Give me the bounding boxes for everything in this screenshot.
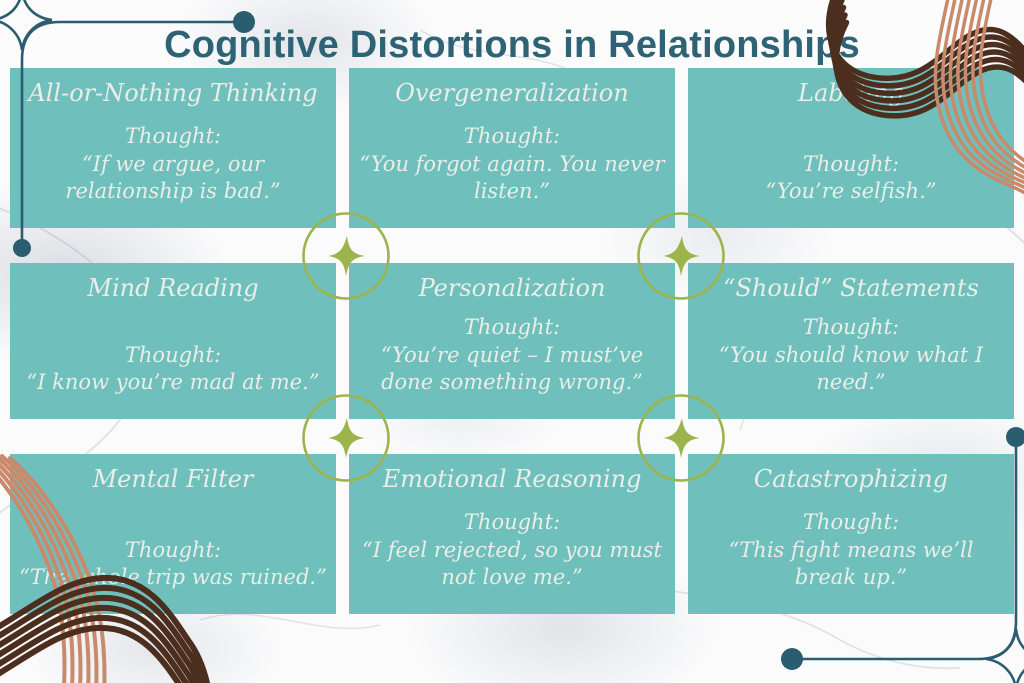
card-body: Thought: “You forgot again. You never li… (357, 123, 667, 206)
thought-label: Thought: (802, 314, 900, 339)
card-overgeneralization: Overgeneralization Thought: “You forgot … (349, 68, 675, 228)
thought-quote: “You should know what I need.” (718, 342, 984, 395)
card-title: Labeling (798, 79, 904, 107)
card-labeling: Labeling Thought: “You’re selfish.” (688, 68, 1014, 228)
corner-star-icon (985, 628, 1024, 683)
card-title: Overgeneralization (395, 79, 629, 107)
card-emotional-reasoning: Emotional Reasoning Thought: “I feel rej… (349, 454, 675, 614)
card-mental-filter: Mental Filter Thought: “The whole trip w… (10, 454, 336, 614)
page-title: Cognitive Distortions in Relationships (164, 24, 860, 66)
card-body: Thought: “I know you’re mad at me.” (26, 342, 319, 397)
thought-label: Thought: (802, 151, 900, 176)
card-title: Personalization (418, 274, 606, 302)
card-title: Mind Reading (87, 274, 259, 302)
card-catastrophizing: Catastrophizing Thought: “This fight mea… (688, 454, 1014, 614)
card-grid: All-or-Nothing Thinking Thought: “If we … (10, 68, 1014, 614)
card-title: Emotional Reasoning (382, 465, 642, 493)
thought-quote: “You forgot again. You never listen.” (359, 151, 665, 204)
card-personalization: Personalization Thought: “You’re quiet –… (349, 263, 675, 419)
card-body: Thought: “You should know what I need.” (696, 314, 1006, 397)
card-body: Thought: “This fight means we’ll break u… (696, 509, 1006, 592)
thought-quote: “The whole trip was ruined.” (19, 565, 327, 590)
thought-label: Thought: (463, 123, 561, 148)
thought-quote: “I know you’re mad at me.” (26, 370, 320, 395)
thought-quote: “You’re selfish.” (765, 179, 937, 204)
thought-label: Thought: (463, 509, 561, 534)
thought-quote: “I feel rejected, so you must not love m… (361, 537, 662, 590)
thought-label: Thought: (463, 314, 561, 339)
card-body: Thought: “You’re selfish.” (766, 151, 937, 206)
thought-label: Thought: (124, 342, 222, 367)
thought-quote: “If we argue, our relationship is bad.” (65, 151, 281, 204)
card-should-statements: “Should” Statements Thought: “You should… (688, 263, 1014, 419)
card-body: Thought: “You’re quiet – I must’ve done … (357, 314, 667, 397)
card-body: Thought: “I feel rejected, so you must n… (357, 509, 667, 592)
card-body: Thought: “If we argue, our relationship … (18, 123, 328, 206)
card-mind-reading: Mind Reading Thought: “I know you’re mad… (10, 263, 336, 419)
card-all-or-nothing-thinking: All-or-Nothing Thinking Thought: “If we … (10, 68, 336, 228)
thought-label: Thought: (124, 537, 222, 562)
card-title: All-or-Nothing Thinking (28, 79, 318, 107)
thought-quote: “You’re quiet – I must’ve done something… (380, 342, 644, 395)
card-title: “Should” Statements (723, 274, 979, 302)
card-body: Thought: “The whole trip was ruined.” (19, 537, 327, 592)
card-title: Mental Filter (92, 465, 254, 493)
card-title: Catastrophizing (753, 465, 949, 493)
thought-quote: “This fight means we’ll break up.” (728, 537, 974, 590)
thought-label: Thought: (802, 509, 900, 534)
thought-label: Thought: (124, 123, 222, 148)
